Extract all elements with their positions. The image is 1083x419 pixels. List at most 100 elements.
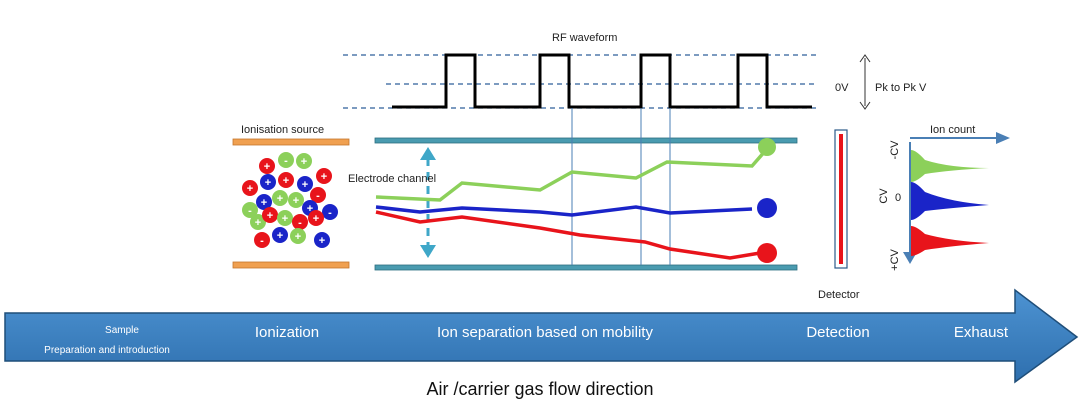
cv-positive-label: +CV (889, 248, 901, 270)
ion-source-plate-bottom (232, 261, 350, 269)
ion-particle: - (242, 202, 258, 218)
spectrum-x-arrow-head (996, 132, 1010, 144)
ion-circle (277, 210, 293, 226)
ion-circle (308, 210, 324, 226)
electrode-channel-group: Electrode channel (348, 108, 798, 271)
ion-particle: + (296, 153, 312, 169)
ion-charge-sign: + (255, 217, 261, 229)
ion-circle (296, 153, 312, 169)
ion-charge-sign: + (307, 203, 313, 215)
rf-waveform-label: RF waveform (552, 32, 617, 44)
ion-count-label: Ion count (930, 124, 975, 136)
ion-charge-sign: - (248, 205, 252, 217)
ion-particle: + (308, 210, 324, 226)
blue-ion-marker (757, 198, 777, 218)
ion-particle: - (254, 232, 270, 248)
ion-particle: - (292, 214, 308, 230)
red-ion-marker (757, 243, 777, 263)
ion-charge-sign: + (277, 230, 283, 242)
ion-charge-sign: + (261, 197, 267, 209)
pk-arrow-head-top (859, 54, 871, 63)
ion-circle (242, 180, 258, 196)
pk-to-pk-label: Pk to Pk V (875, 82, 927, 94)
flow-direction-caption: Air /carrier gas flow direction (426, 379, 653, 399)
ion-charge-sign: + (321, 171, 327, 183)
pk-arrow-head-bottom (859, 101, 871, 110)
ion-particle: + (290, 228, 306, 244)
ion-charge-sign: - (284, 155, 288, 167)
ion-charge-sign: + (301, 156, 307, 168)
ion-particle: + (259, 158, 275, 174)
blue-peak (911, 182, 989, 220)
ion-circle (260, 174, 276, 190)
flow-arrow: Sample Preparation and introduction Ioni… (4, 288, 1079, 384)
stage-exhaust: Exhaust (954, 324, 1009, 341)
ion-count-spectrum: Ion count -CV CV 0 +CV (878, 124, 1010, 271)
ion-particle: + (316, 168, 332, 184)
ion-charge-sign: + (277, 193, 283, 205)
ion-circle (314, 232, 330, 248)
ion-particle: - (310, 187, 326, 203)
ion-circle (310, 187, 326, 203)
channel-arrow-head-top (420, 147, 436, 160)
ion-charge-sign: + (282, 213, 288, 225)
ion-particle: + (256, 194, 272, 210)
ion-circle (254, 232, 270, 248)
green-ion-marker (758, 138, 776, 156)
blue-ion-trajectory (375, 205, 753, 217)
electrode-bottom (374, 264, 798, 271)
ion-circle (259, 158, 275, 174)
ion-circle (256, 194, 272, 210)
electrode-top (374, 137, 798, 144)
ion-cloud: +-++++++--++++-+++-+-+++ (242, 152, 338, 248)
flow-arrow-shape (4, 288, 1079, 384)
red-ion-trajectory (375, 210, 761, 260)
ion-circle (272, 190, 288, 206)
ion-circle (278, 172, 294, 188)
ion-circle (250, 214, 266, 230)
cv-negative-label: -CV (889, 140, 901, 160)
green-ion-trajectory (375, 148, 768, 202)
ion-circle (297, 176, 313, 192)
ion-circle (272, 227, 288, 243)
ion-particle: - (278, 152, 294, 168)
ion-circle (288, 192, 304, 208)
ion-particle: + (314, 232, 330, 248)
ion-particle: + (242, 180, 258, 196)
ionisation-source-label: Ionisation source (241, 124, 324, 136)
ion-charge-sign: + (302, 179, 308, 191)
ion-particle: - (322, 204, 338, 220)
ion-circle (316, 168, 332, 184)
ion-charge-sign: + (247, 183, 253, 195)
ion-charge-sign: - (328, 207, 332, 219)
ion-circle (292, 214, 308, 230)
zero-volt-label: 0V (835, 82, 849, 94)
stage-sample-line2: Preparation and introduction (44, 345, 170, 356)
stage-sample-line1: Sample (105, 325, 139, 336)
detector-label: Detector (818, 289, 860, 301)
ion-source-plate-top (232, 138, 350, 146)
ion-particle: + (288, 192, 304, 208)
ion-particle: + (297, 176, 313, 192)
rf-square-wave (392, 53, 812, 109)
ion-particle: + (278, 172, 294, 188)
ion-charge-sign: + (283, 175, 289, 187)
ion-particle: + (250, 214, 266, 230)
detector-element (839, 134, 843, 264)
cv-zero-label: 0 (895, 192, 901, 204)
ion-charge-sign: + (264, 161, 270, 173)
ion-circle (262, 207, 278, 223)
ion-charge-sign: + (313, 213, 319, 225)
ion-charge-sign: + (295, 231, 301, 243)
ion-charge-sign: - (260, 235, 264, 247)
stage-ionization: Ionization (255, 324, 319, 341)
ion-circle (242, 202, 258, 218)
ion-circle (290, 228, 306, 244)
green-peak (911, 150, 989, 182)
ion-charge-sign: - (298, 217, 302, 229)
ion-particle: + (272, 227, 288, 243)
ionisation-source-group: Ionisation source +-++++++--++++-+++-+-+… (232, 124, 350, 269)
ion-particle: + (272, 190, 288, 206)
